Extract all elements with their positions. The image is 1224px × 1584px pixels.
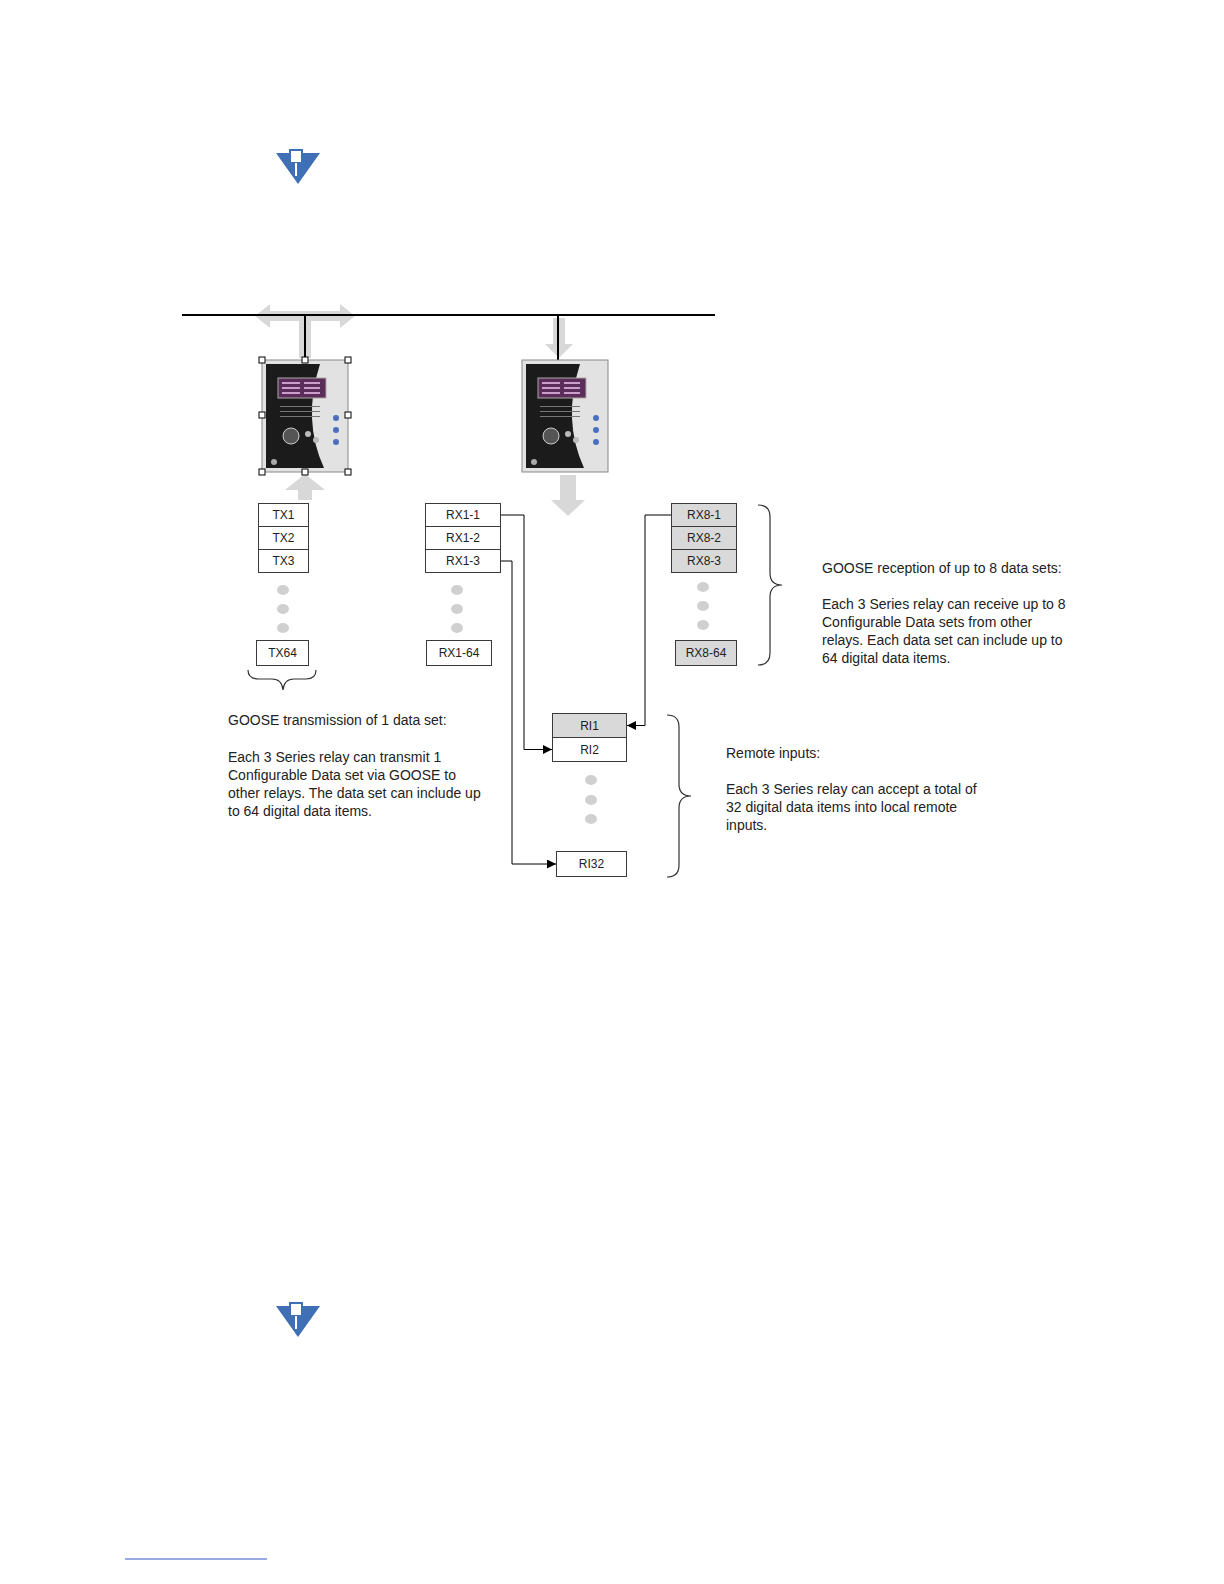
- footnote-rule: [125, 1559, 267, 1560]
- relay-led-row: [280, 411, 320, 412]
- relay-screen-line: [304, 392, 320, 394]
- item-name: TX1: [272, 508, 294, 522]
- selection-handles: [259, 357, 351, 475]
- relay-button: [333, 439, 339, 445]
- item-name: RX1-64: [439, 646, 480, 660]
- dot: [277, 585, 289, 595]
- annotation-text: Each 3 Series relay can accept a total o…: [726, 780, 984, 834]
- flow-arrow: [551, 475, 585, 516]
- brace: [248, 670, 316, 690]
- data-item-box: TX1: [258, 503, 309, 527]
- data-item-box: RX1-1: [425, 503, 501, 527]
- annotation-text: Each 3 Series relay can receive up to 8 …: [822, 595, 1077, 667]
- data-item-box: TX3: [258, 549, 309, 573]
- annotation-heading: Remote inputs:: [726, 744, 1026, 762]
- data-item-box: RX1-2: [425, 526, 501, 550]
- handle: [345, 357, 351, 363]
- brace: [758, 505, 782, 665]
- annotation-text: Each 3 Series relay can transmit 1 Confi…: [228, 748, 486, 820]
- relay-led-row: [280, 416, 320, 417]
- data-item-box: TX64: [256, 640, 309, 666]
- handle: [259, 469, 265, 475]
- dot: [277, 623, 289, 633]
- relay-screen: [278, 378, 326, 398]
- dot: [585, 814, 597, 824]
- relay-keypad: [283, 428, 299, 444]
- dot: [697, 582, 709, 592]
- dot: [277, 604, 289, 614]
- item-name: RI2: [580, 743, 599, 757]
- relay-button: [333, 427, 339, 433]
- handle: [302, 357, 308, 363]
- dot: [585, 795, 597, 805]
- relay-screen-line: [282, 382, 300, 384]
- flow-arrow: [285, 474, 325, 500]
- data-item-box: RI32: [556, 851, 627, 877]
- note-pin: [295, 163, 297, 176]
- data-item-box: RX8-2: [671, 526, 737, 550]
- bus-drop: [557, 315, 559, 360]
- item-name: RI1: [580, 719, 599, 733]
- annotation-heading: GOOSE transmission of 1 data set:: [228, 711, 528, 729]
- item-name: RX1-3: [446, 554, 480, 568]
- data-item-box: RX1-3: [425, 549, 501, 573]
- note-icon: [276, 1303, 320, 1337]
- relay-picture: [522, 360, 608, 472]
- relay-screen-line: [282, 392, 300, 394]
- item-name: RX8-2: [687, 531, 721, 545]
- relay-case: [262, 360, 348, 472]
- brace: [667, 715, 691, 877]
- dot: [697, 601, 709, 611]
- relay-logo: [271, 459, 277, 465]
- relay-button: [333, 415, 339, 421]
- note-pin: [290, 150, 302, 163]
- data-item-box: TX2: [258, 526, 309, 550]
- dot: [451, 604, 463, 614]
- data-item-box: RX1-64: [426, 640, 492, 666]
- relay-picture: [262, 360, 348, 472]
- note-pin: [290, 1303, 302, 1316]
- note-icon: [276, 150, 320, 184]
- data-item-box: RX8-3: [671, 549, 737, 573]
- dot: [585, 775, 597, 785]
- bus-drop: [304, 315, 306, 360]
- item-name: TX3: [272, 554, 294, 568]
- handle: [345, 469, 351, 475]
- handle: [259, 357, 265, 363]
- connector-arrow: [501, 515, 552, 750]
- data-item-box: RX8-1: [671, 503, 737, 527]
- item-name: TX64: [268, 646, 297, 660]
- dot: [451, 623, 463, 633]
- relay-button: [305, 431, 311, 437]
- handle: [345, 412, 351, 418]
- item-name: RX1-2: [446, 531, 480, 545]
- data-item-box: RI1: [552, 713, 627, 738]
- item-name: RX8-1: [687, 508, 721, 522]
- relay-button: [313, 437, 319, 443]
- handle: [259, 412, 265, 418]
- data-item-box: RI2: [552, 737, 627, 762]
- data-item-box: RX8-64: [675, 640, 737, 666]
- relay-screen-line: [304, 387, 320, 389]
- annotation-heading: GOOSE reception of up to 8 data sets:: [822, 559, 1122, 577]
- item-name: RX8-3: [687, 554, 721, 568]
- dot: [451, 585, 463, 595]
- relay-screen-line: [282, 387, 300, 389]
- item-name: RX8-64: [686, 646, 727, 660]
- handle: [302, 469, 308, 475]
- connector-arrow: [501, 561, 556, 864]
- network-bus: [182, 314, 715, 316]
- note-pin: [295, 1316, 297, 1329]
- item-name: RI32: [579, 857, 604, 871]
- item-name: RX1-1: [446, 508, 480, 522]
- relay-led-row: [280, 406, 320, 407]
- relay-screen-line: [304, 382, 320, 384]
- item-name: TX2: [272, 531, 294, 545]
- dot: [697, 620, 709, 630]
- connector-arrow: [627, 515, 671, 726]
